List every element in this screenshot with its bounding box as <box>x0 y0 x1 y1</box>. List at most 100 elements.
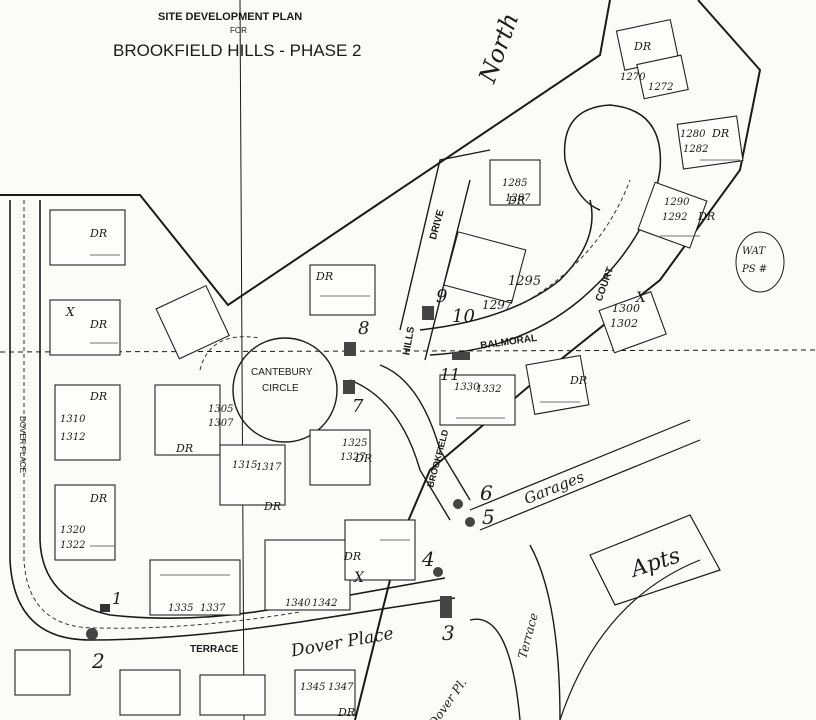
marker-4-label: 4 <box>421 547 435 571</box>
dr-mark: DR <box>175 442 193 455</box>
marker-5: 5 <box>465 505 495 529</box>
unit-number: 1305 <box>208 404 233 415</box>
x-mark: X <box>353 570 365 586</box>
unit-number: 1310 <box>60 414 86 425</box>
street-dover-pl-hand: Dover Pl. <box>425 676 469 720</box>
unit-number: 1322 <box>60 540 85 551</box>
unit-number: 1332 <box>476 384 501 395</box>
unit-number: 1295 <box>508 274 541 289</box>
street-circle: CIRCLE <box>262 383 299 394</box>
unit-number: 1345 <box>300 682 325 693</box>
dr-mark: DR <box>89 318 107 331</box>
street-terrace: TERRACE <box>190 644 239 655</box>
roads <box>9 104 701 720</box>
area-apts: Apts <box>626 543 683 583</box>
unit-number: 1347 <box>328 682 354 693</box>
plan-subtitle: BROOKFIELD HILLS - PHASE 2 <box>113 41 361 60</box>
marker-6-label: 6 <box>480 481 493 505</box>
unit-number: 1292 <box>662 212 687 223</box>
marker-11-label: 11 <box>440 365 460 384</box>
marker-4: 4 <box>421 547 443 577</box>
unit-number: 1340 <box>285 598 311 609</box>
unit-number: 1307 <box>208 418 234 429</box>
unit-number: 1335 <box>168 603 193 614</box>
area-garages: Garages <box>521 467 587 507</box>
street-dover-left: DOVER PLACE <box>18 416 27 473</box>
unit-number: 1337 <box>200 603 226 614</box>
dr-mark: DR <box>354 452 372 465</box>
unit-number: 1302 <box>610 317 638 330</box>
unit-number: 1285 <box>502 178 527 189</box>
unit-number: 1280 <box>680 129 706 140</box>
plan-for: FOR <box>230 26 247 35</box>
marker-10-label: 10 <box>452 306 475 327</box>
dr-mark: DR <box>89 390 107 403</box>
area-pst: PS # <box>741 264 767 275</box>
marker-8: 8 <box>344 318 369 356</box>
unit-numbers: 1270 1272 1280 1282 1285 1287 1290 1292 … <box>60 72 708 693</box>
dr-marks: DR DR DR DR DR DR DR DR DR DR DR DR DR D… <box>89 40 729 719</box>
dr-mark: DR <box>697 210 715 223</box>
marker-7: 7 <box>343 380 364 417</box>
unit-number: 1317 <box>256 462 282 473</box>
area-wat: WAT <box>742 246 766 257</box>
apartments-area: Apts <box>589 514 721 606</box>
marker-2-label: 2 <box>91 649 105 673</box>
buildings <box>14 18 744 716</box>
street-cantebury: CANTEBURY <box>251 367 313 378</box>
dr-mark: DR <box>89 492 107 505</box>
unit-number: 1315 <box>232 460 257 471</box>
plan-title: SITE DEVELOPMENT PLAN <box>158 11 302 23</box>
x-mark: X <box>65 305 75 319</box>
unit-number: 1300 <box>612 302 640 315</box>
marker-2: 2 <box>86 628 105 673</box>
street-balmoral: BALMORAL <box>480 333 538 352</box>
street-brookfield: BROOKFIELD <box>425 428 450 489</box>
unit-number: 1312 <box>60 432 85 443</box>
street-drive: DRIVE <box>428 208 447 241</box>
unit-number: 1297 <box>482 298 513 312</box>
unit-number: 1325 <box>342 438 367 449</box>
markers: 1 2 3 4 5 6 7 8 <box>86 286 495 673</box>
north-label: North <box>473 9 524 87</box>
unit-number: 1290 <box>664 197 690 208</box>
unit-number: 1320 <box>60 525 86 536</box>
marker-9-label: 9 <box>436 286 447 307</box>
dr-mark: DR <box>89 227 107 240</box>
marker-3-label: 3 <box>442 621 455 645</box>
street-hills: HILLS <box>401 326 417 357</box>
dr-mark: DR <box>343 550 361 563</box>
x-mark: X <box>635 290 647 306</box>
unit-number: 1327 <box>340 452 366 463</box>
marker-10: 10 <box>452 306 475 327</box>
street-terrace-hand: Terrace <box>515 611 541 660</box>
unit-number: 1342 <box>312 598 337 609</box>
marker-9: 9 <box>422 286 447 320</box>
dr-mark: DR <box>263 500 281 513</box>
marker-1: 1 <box>100 589 122 612</box>
dr-mark: DR <box>507 194 525 207</box>
dr-mark: DR <box>315 270 333 283</box>
street-dover-place-hand: Dover Place <box>289 624 396 662</box>
dr-mark: DR <box>569 374 587 387</box>
marker-3: 3 <box>440 596 455 645</box>
unit-number: 1287 <box>505 193 531 204</box>
marker-6: 6 <box>453 481 493 509</box>
marker-1-label: 1 <box>112 589 122 608</box>
dr-mark: DR <box>633 40 651 53</box>
unit-number: 1270 <box>620 72 646 83</box>
dr-mark: DR <box>711 127 729 140</box>
marker-11: 11 <box>440 352 470 384</box>
unit-number: 1330 <box>454 382 480 393</box>
unit-number: 1272 <box>648 82 673 93</box>
wat-note: WAT PS # <box>735 231 785 293</box>
dr-mark: DR <box>337 706 355 719</box>
unit-number: 1282 <box>683 144 708 155</box>
marker-8-label: 8 <box>358 318 369 339</box>
x-marks: X X X <box>65 290 647 586</box>
marker-7-label: 7 <box>352 396 364 417</box>
marker-5-label: 5 <box>482 505 495 529</box>
lot-annotations <box>90 159 740 576</box>
